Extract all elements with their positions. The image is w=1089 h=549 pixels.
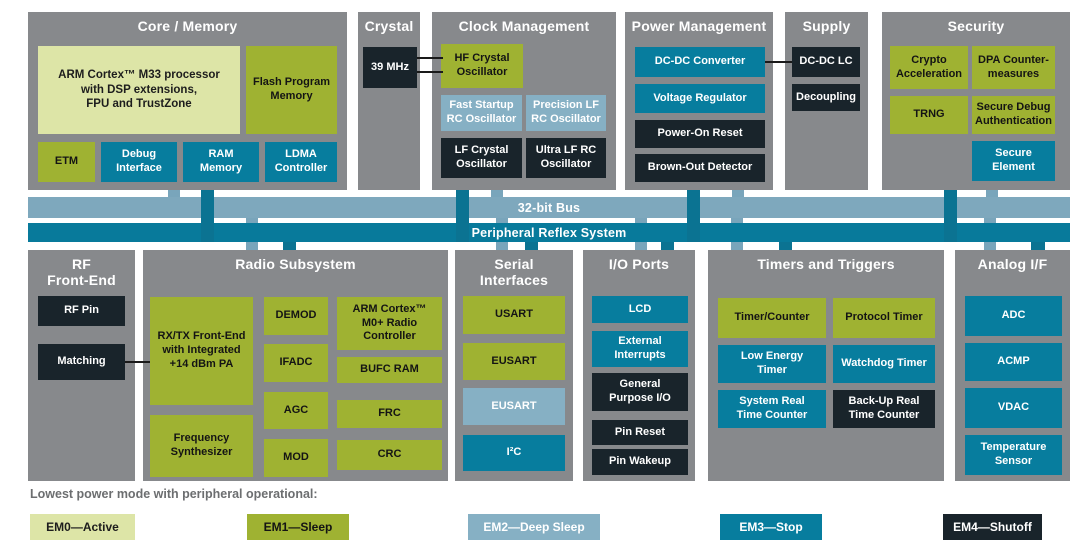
block-ldma-controller: LDMA Controller (265, 142, 337, 182)
section-title: Analog I/F (977, 256, 1048, 272)
block-frc: FRC (337, 400, 442, 428)
block-usart: USART (463, 296, 565, 334)
block-protocol-timer: Protocol Timer (833, 298, 935, 338)
block-pin-reset: Pin Reset (592, 420, 688, 445)
section-title: Radio Subsystem (235, 256, 356, 272)
block-ram-memory: RAM Memory (183, 142, 259, 182)
section-title: Crystal (364, 18, 414, 34)
block-system-real-time-counter: System Real Time Counter (718, 390, 826, 428)
block-frequency-synthesizer: Frequency Synthesizer (150, 415, 253, 477)
block-temperature-sensor: Temperature Sensor (965, 435, 1062, 475)
bus-stub (525, 242, 538, 250)
connector-line (125, 361, 150, 363)
block-low-energy-timer: Low Energy Timer (718, 345, 826, 383)
block-brown-out-detector: Brown-Out Detector (635, 154, 765, 182)
block-crypto-acceleration: Crypto Acceleration (890, 46, 968, 89)
block-rxtx-front-end: RX/TX Front-End with Integrated +14 dBm … (150, 297, 253, 405)
block-lcd: LCD (592, 296, 688, 323)
block-eusart: EUSART (463, 343, 565, 380)
block-ultra-lf-rc-oscillator: Ultra LF RC Oscillator (526, 138, 606, 178)
section-crystal: Crystal (358, 12, 420, 190)
bus-prs-label: Peripheral Reflex System (471, 225, 627, 240)
block-voltage-regulator: Voltage Regulator (635, 84, 765, 113)
block-i2c: I²C (463, 435, 565, 471)
block-vdac: VDAC (965, 388, 1062, 428)
section-title: Core / Memory (137, 18, 238, 34)
bus-stub (661, 242, 674, 250)
block-hf-crystal-oscillator: HF Crystal Oscillator (441, 44, 523, 88)
legend-title: Lowest power mode with peripheral operat… (30, 487, 318, 501)
legend-em1-sleep: EM1—Sleep (247, 514, 349, 540)
connector-line (417, 71, 443, 73)
section-title: Power Management (631, 18, 767, 34)
block-mod: MOD (264, 439, 328, 477)
block-power-on-reset: Power-On Reset (635, 120, 765, 148)
block-lf-crystal-oscillator: LF Crystal Oscillator (441, 138, 522, 178)
block-rf-pin: RF Pin (38, 296, 125, 326)
block-arm-cortex-m33: ARM Cortex™ M33 processor with DSP exten… (38, 46, 240, 134)
bus-prs: Peripheral Reflex System (28, 223, 1070, 242)
bus-stub (1031, 242, 1045, 250)
bus-stub (687, 190, 700, 242)
block-precision-lf-rc-oscillator: Precision LF RC Oscillator (526, 95, 606, 131)
connector-line (765, 61, 792, 63)
block-bufc-ram: BUFC RAM (337, 357, 442, 383)
block-backup-real-time-counter: Back-Up Real Time Counter (833, 390, 935, 428)
bus-stub (944, 190, 957, 242)
block-dpa-countermeasures: DPA Counter- measures (972, 46, 1055, 89)
block-decoupling: Decoupling (792, 84, 860, 111)
bus-stub (201, 190, 214, 242)
section-title: Serial Interfaces (479, 256, 549, 288)
block-agc: AGC (264, 392, 328, 429)
section-title: I/O Ports (608, 256, 670, 272)
section-title: Timers and Triggers (757, 256, 895, 272)
bus-32bit: 32-bit Bus (28, 197, 1070, 218)
block-pin-wakeup: Pin Wakeup (592, 449, 688, 475)
section-title: Security (947, 18, 1005, 34)
block-external-interrupts: External Interrupts (592, 331, 688, 367)
block-watchdog-timer: Watchdog Timer (833, 345, 935, 383)
block-fast-startup-rc-oscillator: Fast Startup RC Oscillator (441, 95, 522, 131)
block-etm: ETM (38, 142, 95, 182)
block-arm-cortex-m0-radio-controller: ARM Cortex™ M0+ Radio Controller (337, 297, 442, 350)
block-secure-debug-authentication: Secure Debug Authentication (972, 96, 1055, 134)
block-eusart-lp: EUSART (463, 388, 565, 425)
block-crc: CRC (337, 440, 442, 470)
section-title: Supply (802, 18, 851, 34)
legend-em0-active: EM0—Active (30, 514, 135, 540)
block-trng: TRNG (890, 96, 968, 134)
legend-em3-stop: EM3—Stop (720, 514, 822, 540)
block-secure-element: Secure Element (972, 141, 1055, 181)
block-timer-counter: Timer/Counter (718, 298, 826, 338)
block-demod: DEMOD (264, 297, 328, 335)
block-flash-program-memory: Flash Program Memory (246, 46, 337, 134)
bus-stub (283, 242, 296, 250)
legend-em4-shutoff: EM4—Shutoff (943, 514, 1042, 540)
bus-stub (456, 190, 469, 242)
block-ifadc: IFADC (264, 344, 328, 382)
bus-stub (779, 242, 792, 250)
connector-line (417, 57, 443, 59)
block-matching: Matching (38, 344, 125, 380)
block-general-purpose-io: General Purpose I/O (592, 373, 688, 411)
bus-32bit-label: 32-bit Bus (517, 200, 581, 215)
block-acmp: ACMP (965, 343, 1062, 381)
section-title: Clock Management (458, 18, 590, 34)
section-title: RF Front-End (47, 256, 116, 288)
block-adc: ADC (965, 296, 1062, 336)
block-39mhz-crystal: 39 MHz (363, 47, 417, 88)
legend-em2-deep-sleep: EM2—Deep Sleep (468, 514, 600, 540)
block-dcdc-converter: DC-DC Converter (635, 47, 765, 77)
block-dcdc-lc: DC-DC LC (792, 47, 860, 77)
block-debug-interface: Debug Interface (101, 142, 177, 182)
